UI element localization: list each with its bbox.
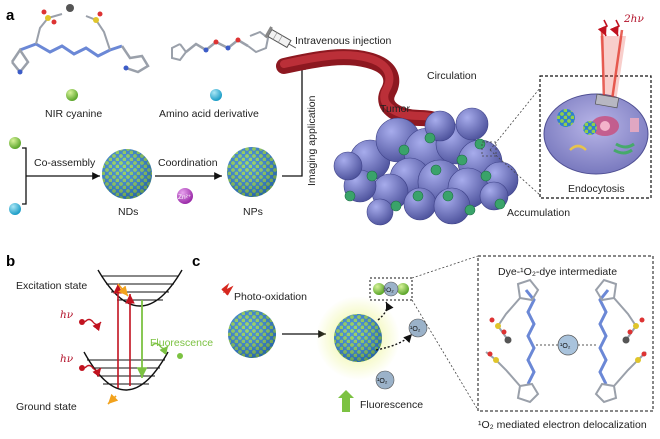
emission-wave-icon bbox=[151, 342, 169, 356]
fluorescence-up-icon bbox=[338, 390, 354, 412]
dye-molecule-left bbox=[485, 278, 540, 404]
nanoparticle-dot bbox=[366, 170, 378, 182]
nir-cyanine-molecule bbox=[10, 4, 150, 75]
imaging-arrow bbox=[282, 62, 306, 177]
singlet-oxygen-center-icon bbox=[557, 334, 579, 356]
nanoparticle-dot bbox=[344, 190, 356, 202]
tumor-cell bbox=[455, 107, 489, 141]
excited-state-well bbox=[97, 269, 183, 307]
nanoparticle-before bbox=[228, 310, 276, 358]
nanoparticle-dot bbox=[456, 154, 468, 166]
panel-a-letter: a bbox=[6, 7, 15, 24]
fluorescence-c-label: Fluorescence bbox=[360, 399, 423, 411]
singlet-oxygen-label-b: ¹O₂ bbox=[377, 378, 388, 385]
zinc-ion-icon bbox=[177, 188, 193, 204]
nanoparticle-dot bbox=[412, 190, 424, 202]
dye-molecule-right bbox=[594, 278, 647, 404]
nanoparticle-dot bbox=[480, 170, 492, 182]
imaging-label: Imaging application bbox=[306, 95, 318, 186]
tumor-cell bbox=[366, 198, 394, 226]
photon-icon bbox=[84, 318, 102, 332]
light-wave-icon bbox=[597, 19, 609, 37]
amino-acid-label: Amino acid derivative bbox=[159, 108, 259, 120]
singlet-oxygen-label-a: ¹O₂ bbox=[410, 326, 421, 333]
accumulation-label: Accumulation bbox=[507, 207, 570, 219]
photo-oxidation-label: Photo-oxidation bbox=[234, 291, 307, 303]
delocalization-label: ¹O₂ mediated electron delocalization bbox=[478, 419, 647, 431]
nanoparticle-dot bbox=[398, 144, 410, 156]
amino-acid-molecule bbox=[171, 30, 270, 62]
injection-label: Intravenous injection bbox=[295, 35, 391, 47]
singlet-oxygen-center-label: ¹O₂ bbox=[560, 343, 571, 350]
cell-illustration bbox=[543, 93, 649, 175]
panel-c-letter: c bbox=[192, 253, 200, 270]
singlet-oxygen-icon bbox=[408, 318, 428, 338]
nanoparticle-dot bbox=[424, 132, 436, 144]
hv-label-1: hν bbox=[60, 309, 74, 321]
nanoparticles-in-tumor bbox=[344, 132, 506, 216]
nanoparticle-dot bbox=[464, 204, 476, 216]
lightning-icon bbox=[221, 282, 234, 296]
nanoparticle-dot bbox=[474, 138, 486, 150]
nds-label: NDs bbox=[118, 206, 138, 218]
singlet-oxygen-box-label: ¹O₂ bbox=[384, 287, 394, 294]
cyan-ball-icon bbox=[9, 203, 21, 215]
nanoparticle-after bbox=[334, 314, 382, 362]
cyan-ball-icon bbox=[210, 89, 222, 101]
panel-b-letter: b bbox=[6, 253, 15, 270]
nps-label: NPs bbox=[243, 206, 263, 218]
nanoparticle-dot bbox=[430, 164, 442, 176]
tumor-cluster bbox=[333, 107, 519, 226]
nd-nanoparticle bbox=[102, 149, 152, 199]
relaxation-arrow bbox=[117, 283, 129, 297]
photon-icon bbox=[84, 364, 102, 378]
co-assembly-label: Co-assembly bbox=[34, 157, 96, 169]
probe-icon bbox=[594, 93, 620, 109]
circulation-label: Circulation bbox=[427, 70, 477, 82]
endocytosis-label: Endocytosis bbox=[568, 183, 625, 195]
np-nanoparticle bbox=[227, 147, 277, 197]
nanoparticle-dot bbox=[494, 198, 506, 210]
ground-state-label: Ground state bbox=[16, 401, 77, 413]
coordination-label: Coordination bbox=[158, 157, 218, 169]
bracket bbox=[22, 147, 27, 205]
tumor-cell bbox=[333, 151, 363, 181]
intermediate-inset bbox=[477, 255, 654, 412]
laser-beam bbox=[600, 36, 626, 102]
hv-label-2: hν bbox=[60, 353, 74, 365]
intermediate-label: Dye-¹O₂-dye intermediate bbox=[498, 266, 617, 278]
green-ball-icon bbox=[9, 137, 21, 149]
nanoparticle-dot bbox=[390, 200, 402, 212]
excitation-state-label: Excitation state bbox=[16, 280, 87, 292]
zinc-ion-label: Zn²⁺ bbox=[178, 194, 192, 201]
two-hv-label: 2hν bbox=[623, 13, 644, 25]
tumor-label: Tumor bbox=[380, 103, 410, 115]
nir-cyanine-label: NIR cyanine bbox=[45, 108, 102, 120]
syringe-icon bbox=[264, 26, 297, 49]
singlet-oxygen-icon bbox=[375, 370, 395, 390]
green-ball-icon bbox=[66, 89, 78, 101]
nanoparticle-dot bbox=[442, 190, 454, 202]
fluorescence-b-label: Fluorescence bbox=[150, 337, 213, 349]
